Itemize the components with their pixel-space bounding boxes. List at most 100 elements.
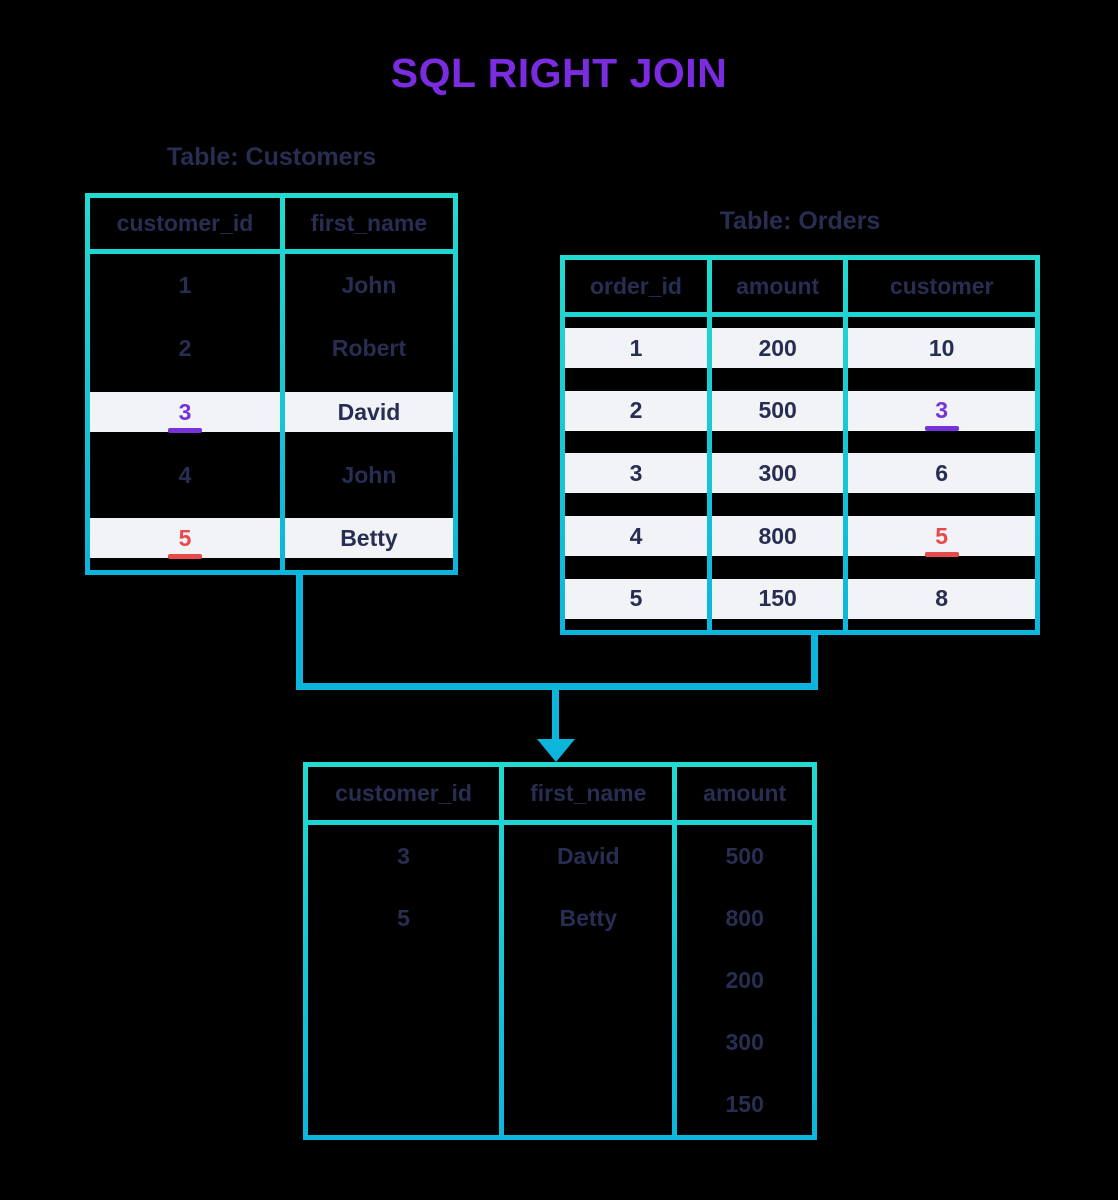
table-row: David <box>504 825 672 887</box>
result-header-amount: amount <box>677 767 812 820</box>
table-row <box>504 1011 672 1073</box>
cell-amount: 150 <box>677 1084 812 1124</box>
cell-amount: 500 <box>677 836 812 876</box>
cell-value: 6 <box>935 459 949 486</box>
cell-value: 2 <box>178 335 192 362</box>
cell-customer-id <box>308 1022 499 1062</box>
cell-order-id: 3 <box>565 453 707 494</box>
table-row: 200 <box>711 317 844 380</box>
table-row: John <box>285 254 453 317</box>
table-row: 3 <box>90 380 280 443</box>
cell-customer-highlighted: 5 <box>848 516 1035 557</box>
orders-header-customer: customer <box>848 260 1035 312</box>
table-row: 5 <box>848 505 1035 568</box>
cell-customer-id: 1 <box>90 266 280 306</box>
matched-key-purple: 3 <box>935 397 949 424</box>
customers-column-first-name: John Robert David John Betty <box>284 254 453 570</box>
cell-order-id: 2 <box>565 390 707 431</box>
cell-first-name: David <box>504 836 672 876</box>
cell-value: 500 <box>758 397 797 424</box>
table-row: 2 <box>90 317 280 380</box>
table-row: 4 <box>565 505 707 568</box>
orders-column-customer: 10 3 6 5 8 <box>848 317 1035 630</box>
cell-first-name: John <box>285 266 453 306</box>
cell-amount: 200 <box>677 960 812 1000</box>
table-row: John <box>285 444 453 507</box>
cell-amount: 300 <box>711 453 844 494</box>
customers-table: customer_id first_name 1 2 3 4 5 John Ro… <box>85 193 458 575</box>
page-title: SQL RIGHT JOIN <box>390 50 728 96</box>
cell-first-name-highlighted: Betty <box>284 518 453 559</box>
connector-line-from-customers <box>296 575 303 690</box>
cell-customer: 6 <box>848 453 1035 494</box>
connector-line-horizontal <box>296 683 818 690</box>
cell-amount: 150 <box>711 578 844 619</box>
table-row <box>308 1011 499 1073</box>
table-row: 1 <box>90 254 280 317</box>
cell-value: David <box>337 398 401 425</box>
cell-customer-id: 2 <box>90 329 280 369</box>
table-row: 3 <box>308 825 499 887</box>
table-row: 1 <box>565 317 707 380</box>
cell-value: 8 <box>935 585 949 612</box>
cell-value: 4 <box>629 522 643 549</box>
cell-customer: 10 <box>848 328 1035 369</box>
cell-value: 2 <box>629 397 643 424</box>
result-column-amount: 500 800 200 300 150 <box>677 825 812 1135</box>
table-row: 3 <box>848 380 1035 443</box>
cell-value: 5 <box>629 585 643 612</box>
table-row: 3 <box>565 442 707 505</box>
cell-amount: 300 <box>677 1022 812 1062</box>
cell-value: David <box>556 842 620 869</box>
customers-header-customer-id: customer_id <box>90 198 280 249</box>
cell-customer-id-highlighted: 3 <box>90 392 280 432</box>
table-row: 500 <box>677 825 812 887</box>
cell-value: 4 <box>178 461 192 488</box>
cell-value: John <box>341 272 397 299</box>
orders-column-order-id: 1 2 3 4 5 <box>565 317 707 630</box>
table-row <box>308 1073 499 1135</box>
cell-first-name <box>504 1022 672 1062</box>
customers-column-customer-id: 1 2 3 4 5 <box>90 254 280 570</box>
table-row: 500 <box>711 380 844 443</box>
cell-value: 5 <box>397 904 410 931</box>
cell-first-name: Betty <box>504 898 672 938</box>
cell-customer-id-highlighted: 5 <box>90 518 280 559</box>
orders-header-amount: amount <box>711 260 844 312</box>
cell-first-name: John <box>285 455 453 495</box>
cell-value: 800 <box>758 522 797 549</box>
table-row: Betty <box>284 507 453 570</box>
result-header-first-name: first_name <box>504 767 673 820</box>
cell-amount: 200 <box>711 328 844 369</box>
matched-key-red: 5 <box>935 522 949 549</box>
cell-value: 200 <box>725 966 764 993</box>
cell-amount: 800 <box>677 898 812 938</box>
orders-table-caption: Table: Orders <box>719 207 881 235</box>
cell-amount: 500 <box>711 390 844 431</box>
table-row: 150 <box>677 1073 812 1135</box>
table-row: 800 <box>711 505 844 568</box>
cell-customer: 8 <box>848 578 1035 619</box>
cell-value: Betty <box>559 904 618 931</box>
cell-first-name-highlighted: David <box>284 392 453 432</box>
orders-header-order-id: order_id <box>565 260 707 312</box>
cell-customer-id <box>308 1084 499 1124</box>
cell-value: Betty <box>340 524 398 551</box>
cell-first-name <box>504 960 672 1000</box>
cell-first-name: Robert <box>285 329 453 369</box>
cell-value: 300 <box>758 459 797 486</box>
cell-customer-id: 4 <box>90 455 280 495</box>
result-column-customer-id: 3 5 <box>308 825 500 1135</box>
cell-value: 3 <box>397 842 410 869</box>
table-row: 150 <box>711 567 844 630</box>
table-row <box>308 949 499 1011</box>
table-row: 300 <box>711 442 844 505</box>
result-header-customer-id: customer_id <box>308 767 500 820</box>
cell-value: 3 <box>629 459 643 486</box>
table-row: 300 <box>677 1011 812 1073</box>
arrow-down-icon <box>537 739 575 762</box>
table-row: 4 <box>90 444 280 507</box>
table-row: Robert <box>285 317 453 380</box>
matched-key-red: 5 <box>178 524 192 551</box>
